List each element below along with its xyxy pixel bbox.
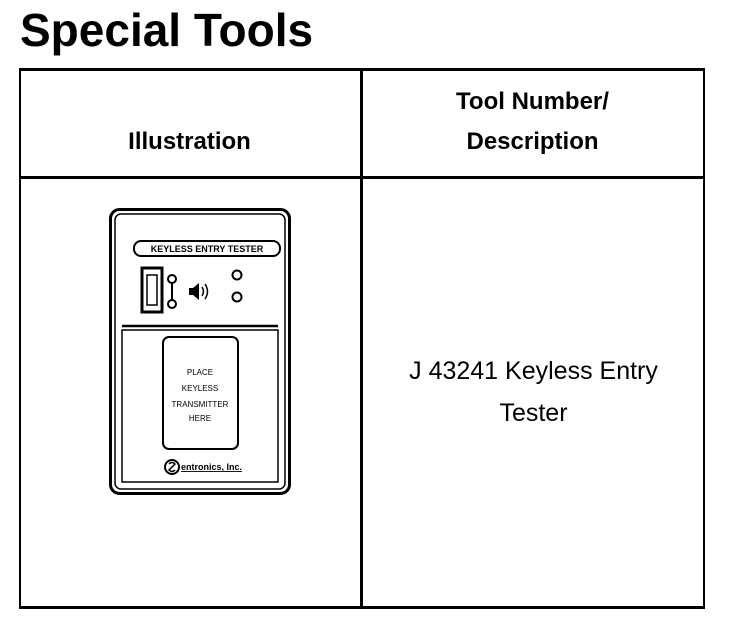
transmitter-pad <box>162 336 239 450</box>
header-tool-number-line2: Description <box>466 128 599 155</box>
brand-name: entronics, Inc. <box>181 462 242 472</box>
brand-logo: entronics, Inc. <box>164 459 242 475</box>
device-label: KEYLESS ENTRY TESTER <box>151 244 264 254</box>
page-title: Special Tools <box>20 4 314 56</box>
keyless-entry-tester-illustration: KEYLESS ENTRY TESTER PLAC <box>109 208 291 495</box>
header-tool-number: Tool Number/ Description <box>362 86 703 158</box>
tool-description: J 43241 Keyless Entry Tester <box>362 350 705 434</box>
indicator-light-top <box>231 269 243 281</box>
tester-device-drawing: KEYLESS ENTRY TESTER PLAC <box>109 208 291 495</box>
table-left-border <box>19 68 21 609</box>
instruction-line-3: TRANSMITTER <box>172 400 229 409</box>
speaker-icon <box>189 283 209 300</box>
header-tool-number-line1: Tool Number/ <box>456 88 609 115</box>
instruction-line-2: KEYLESS <box>182 384 218 393</box>
header-illustration: Illustration <box>128 128 251 155</box>
indicator-light-bottom <box>231 291 243 303</box>
table-column-divider <box>360 68 363 609</box>
table-right-border <box>703 68 705 609</box>
instruction-line-4: HERE <box>189 414 211 423</box>
special-tools-table: Illustration Tool Number/ Description KE… <box>19 68 705 609</box>
tool-description-line1: J 43241 Keyless Entry <box>409 357 658 385</box>
instruction-line-1: PLACE <box>187 368 213 377</box>
tool-description-line2: Tester <box>499 399 568 427</box>
